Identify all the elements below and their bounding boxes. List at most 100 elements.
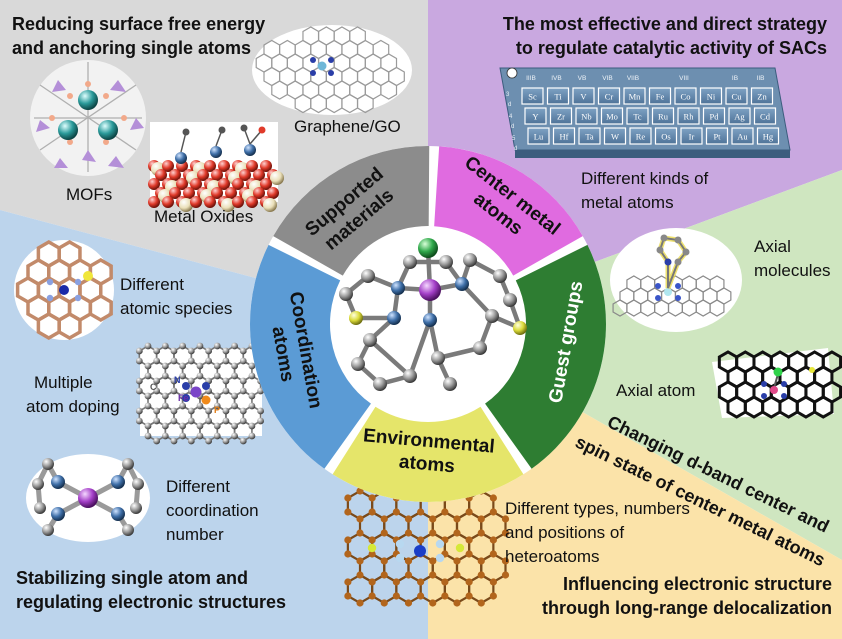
lattice-atom	[161, 342, 169, 350]
lattice-atom	[477, 571, 485, 579]
oxide-o-atom	[190, 196, 202, 208]
svg-text:4: 4	[509, 114, 513, 120]
lattice-atom	[368, 578, 376, 586]
lattice-atom	[135, 357, 143, 365]
lattice-atom	[489, 536, 497, 544]
periodic-group-label: IB	[732, 75, 738, 82]
lattice-atom	[429, 529, 437, 537]
lattice-atom	[205, 347, 213, 355]
ring-segment-guest-groups	[485, 244, 606, 469]
periodic-element-symbol: V	[580, 92, 587, 102]
periodic-element-symbol: Ni	[707, 92, 716, 102]
svg-text:d: d	[514, 146, 517, 152]
ring-segment-supported-materials	[273, 146, 430, 276]
oxide-metal-atom	[210, 146, 222, 158]
oxide-metal-atom	[244, 144, 256, 156]
lattice-atom	[205, 407, 213, 415]
lattice-atom	[380, 599, 388, 607]
lattice-atom	[231, 342, 239, 350]
periodic-tile	[753, 107, 777, 125]
periodic-element-symbol: Ti	[554, 92, 562, 102]
periodic-group-label: IIIB	[526, 75, 536, 82]
yellow-heading-line2: through long-range delocalization	[542, 598, 832, 618]
molecule-atom	[473, 341, 487, 355]
lattice-atom	[344, 494, 352, 502]
species-s-atom	[83, 271, 93, 281]
molecule-bond	[435, 345, 483, 361]
species-n-atom	[74, 294, 82, 302]
lattice-atom	[392, 592, 400, 600]
blue-heading-line1: Stabilizing single atom and	[16, 568, 248, 588]
lattice-atom	[453, 515, 461, 523]
lattice-atom	[239, 417, 247, 425]
molecule-atom	[463, 253, 477, 267]
graphene-n-atom	[310, 57, 316, 63]
oxide-o-atom	[267, 187, 279, 199]
multiple-doping-illustration: N C Fe P	[135, 342, 264, 445]
lattice-atom	[239, 347, 247, 355]
central-molecule	[339, 238, 527, 391]
lattice-atom	[257, 407, 264, 415]
lattice-atom	[153, 407, 161, 415]
periodic-tile	[705, 127, 729, 145]
periodic-tile	[654, 127, 678, 145]
oxide-o-atom	[260, 160, 272, 172]
species-metal-atom	[59, 285, 69, 295]
periodic-element-symbol: Pt	[713, 132, 721, 142]
lattice-atom	[356, 599, 364, 607]
lattice-atom	[477, 599, 485, 607]
lattice-atom	[465, 578, 473, 586]
lattice-atom	[248, 372, 256, 380]
lattice-atom	[368, 550, 376, 558]
lattice-atom	[380, 557, 388, 565]
lattice-atom	[489, 508, 497, 516]
label-graphene: Graphene/GO	[294, 117, 401, 136]
label-doping-line2: atom doping	[26, 397, 120, 416]
lattice-atom	[135, 417, 143, 425]
periodic-element-symbol: Co	[681, 92, 691, 102]
label-coord-line2: coordination	[166, 501, 259, 520]
metal-oxides-illustration	[148, 122, 284, 212]
lattice-atom	[153, 377, 161, 385]
lattice-atom	[205, 357, 213, 365]
periodic-group-label: VIB	[602, 75, 612, 82]
lattice-atom	[144, 342, 152, 350]
molecule-atom	[423, 313, 437, 327]
lattice-atom	[344, 550, 352, 558]
lattice-atom	[170, 387, 178, 395]
molecule-atom	[485, 309, 499, 323]
molecule-atom	[443, 377, 457, 391]
axial-atom-lattice	[717, 350, 842, 419]
lattice-atom	[161, 362, 169, 370]
periodic-element-symbol: Nb	[581, 112, 591, 122]
lattice-atom	[231, 372, 239, 380]
doping-atom-c: C	[150, 382, 157, 392]
lattice-atom	[205, 437, 213, 445]
lattice-atom	[179, 362, 187, 370]
molecule-atom	[403, 369, 417, 383]
lattice-atom	[213, 402, 221, 410]
atomic-species-lattice	[15, 239, 113, 341]
lattice-atom	[453, 599, 461, 607]
periodic-element-symbol: Ru	[658, 112, 669, 122]
lattice-atom	[429, 571, 437, 579]
label-doping-line1: Multiple	[34, 373, 93, 392]
lattice-atom	[161, 422, 169, 430]
lattice-atom	[161, 402, 169, 410]
periodic-tile	[756, 127, 780, 145]
molecule-atom	[349, 311, 363, 325]
molecule-atom	[373, 377, 387, 391]
species-n-atom	[46, 294, 54, 302]
lattice-atom	[477, 529, 485, 537]
graphene-n-atom	[310, 70, 316, 76]
molecule-atom	[361, 269, 375, 283]
doping-p-atom	[201, 395, 211, 405]
lattice-atom	[187, 417, 195, 425]
oxide-o-atom	[169, 169, 181, 181]
svg-text:5: 5	[512, 136, 516, 142]
lattice-atom	[356, 529, 364, 537]
svg-text:d: d	[511, 124, 514, 130]
axial-molecule	[656, 234, 690, 289]
lattice-atom	[144, 372, 152, 380]
